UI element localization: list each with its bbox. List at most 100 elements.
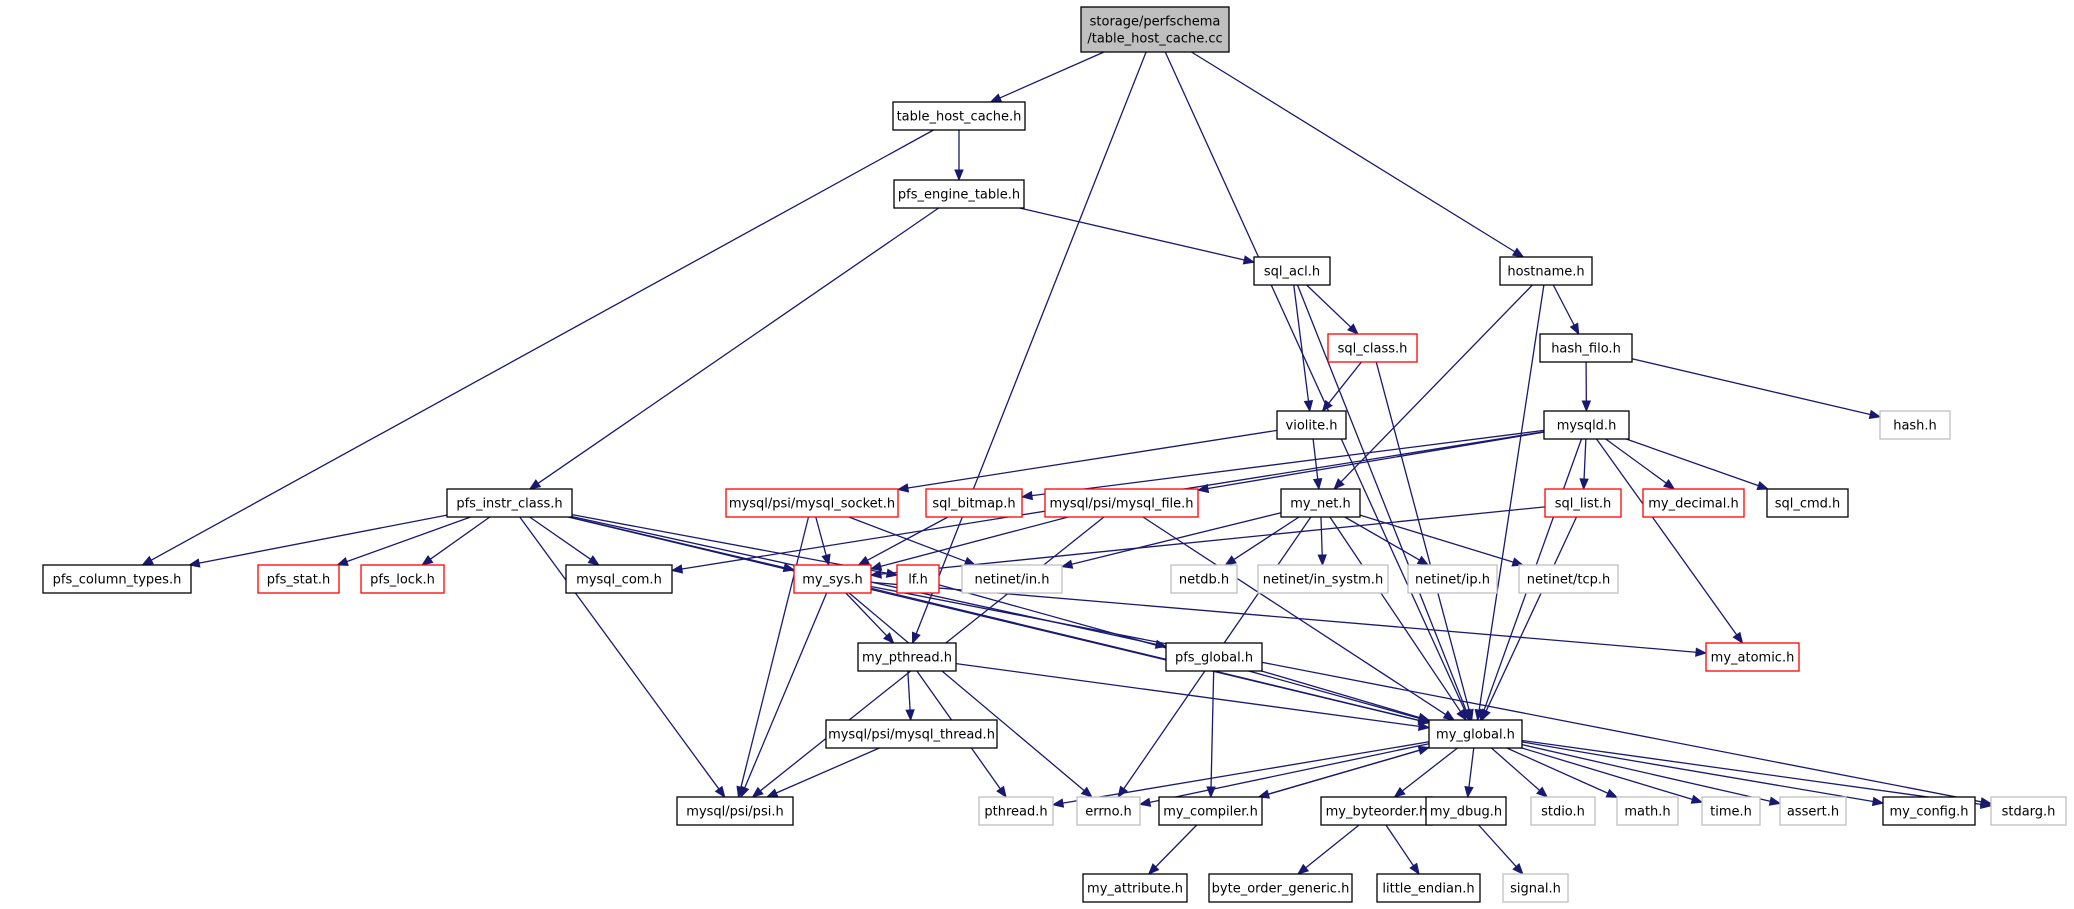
node-sql-cmd-h[interactable]: sql_cmd.h bbox=[1766, 488, 1849, 518]
node-table-host-cache-h[interactable]: table_host_cache.h bbox=[892, 101, 1026, 131]
node-netinet-ip-h[interactable]: netinet/ip.h bbox=[1407, 564, 1498, 594]
node-psi-h[interactable]: mysql/psi/psi.h bbox=[676, 796, 794, 826]
node-my-dbug-h[interactable]: my_dbug.h bbox=[1425, 796, 1507, 826]
arrowhead-icon bbox=[1481, 708, 1491, 722]
node-little-endian-h[interactable]: little_endian.h bbox=[1376, 873, 1481, 903]
node-my-compiler-h[interactable]: my_compiler.h bbox=[1158, 796, 1263, 826]
edge-my_global_h-to-my_config_h bbox=[1521, 741, 1885, 807]
node-time-h[interactable]: time.h bbox=[1701, 796, 1761, 826]
edge-line bbox=[1478, 284, 1545, 711]
node-netdb-h[interactable]: netdb.h bbox=[1170, 564, 1238, 594]
node-errno-h[interactable]: errno.h bbox=[1076, 796, 1141, 826]
arrowhead-icon bbox=[740, 785, 750, 799]
edge-line bbox=[429, 516, 491, 560]
edge-line bbox=[870, 585, 1982, 803]
node-box bbox=[1518, 564, 1619, 594]
node-mysql-com-h[interactable]: mysql_com.h bbox=[565, 564, 673, 594]
node-box bbox=[1076, 796, 1141, 826]
node-signal-h[interactable]: signal.h bbox=[1502, 873, 1569, 903]
node-hash-filo-h[interactable]: hash_filo.h bbox=[1539, 333, 1633, 363]
edge-line bbox=[1375, 361, 1470, 711]
edge-pfs_engine_table_h-to-sql_acl_h bbox=[1019, 207, 1256, 265]
node-pfs-column-types-h[interactable]: pfs_column_types.h bbox=[42, 564, 192, 594]
node-my-decimal-h[interactable]: my_decimal.h bbox=[1642, 488, 1745, 518]
node-lf-h[interactable]: lf.h bbox=[896, 564, 940, 594]
node-netinet-in-h[interactable]: netinet/in.h bbox=[961, 564, 1063, 594]
node-pfs-engine-table-h[interactable]: pfs_engine_table.h bbox=[893, 179, 1025, 209]
node-pfs-lock-h[interactable]: pfs_lock.h bbox=[360, 564, 445, 594]
node-box bbox=[793, 564, 872, 594]
node-violite-h[interactable]: violite.h bbox=[1276, 410, 1347, 440]
edge-line bbox=[1631, 358, 1871, 416]
node-sql-bitmap-h[interactable]: sql_bitmap.h bbox=[925, 488, 1023, 518]
edge-line bbox=[880, 506, 1546, 575]
node-math-h[interactable]: math.h bbox=[1616, 796, 1679, 826]
node-my-global-h[interactable]: my_global.h bbox=[1428, 719, 1523, 749]
node-box bbox=[925, 488, 1023, 518]
edge-line bbox=[1340, 284, 1533, 483]
node-assert-h[interactable]: assert.h bbox=[1779, 796, 1847, 826]
arrowhead-icon bbox=[1333, 478, 1345, 490]
node-netinet-in-systm-h[interactable]: netinet/in_systm.h bbox=[1257, 564, 1389, 594]
arrowhead-icon bbox=[1768, 796, 1782, 806]
node-my-sys-h[interactable]: my_sys.h bbox=[793, 564, 872, 594]
node-mysqld-h[interactable]: mysqld.h bbox=[1543, 410, 1630, 440]
edge-my_global_h-to-my_dbug_h bbox=[1464, 747, 1475, 799]
edge-line bbox=[1521, 741, 1874, 803]
edge-sql_class_h-to-violite_h bbox=[1321, 361, 1362, 413]
node-box bbox=[257, 564, 340, 594]
node-pfs-instr-class-h[interactable]: pfs_instr_class.h bbox=[446, 488, 573, 518]
arrowhead-icon bbox=[1581, 400, 1592, 413]
node-sql-class-h[interactable]: sql_class.h bbox=[1327, 333, 1418, 363]
edge-mysql_file_h-to-my_global_h bbox=[1142, 516, 1456, 721]
node-label: mysql/psi/mysql_thread.h bbox=[828, 728, 995, 743]
edge-line bbox=[1344, 516, 1420, 561]
node-my-config-h[interactable]: my_config.h bbox=[1882, 796, 1976, 826]
node-my-atomic-h[interactable]: my_atomic.h bbox=[1705, 642, 1800, 672]
arrowhead-icon bbox=[1511, 247, 1525, 258]
node-byte-order-generic-h[interactable]: byte_order_generic.h bbox=[1208, 873, 1353, 903]
node-label: my_attribute.h bbox=[1087, 882, 1183, 897]
arrowhead-icon bbox=[1409, 862, 1420, 876]
node-my-net-h[interactable]: my_net.h bbox=[1280, 488, 1361, 518]
node-box bbox=[978, 796, 1054, 826]
node-label: pfs_lock.h bbox=[370, 573, 435, 588]
edge-sql_class_h-to-my_global_h bbox=[1375, 361, 1474, 722]
arrowhead-icon bbox=[1051, 798, 1065, 808]
node-label: netinet/in_systm.h bbox=[1263, 573, 1383, 588]
node-label: table_host_cache.h bbox=[897, 110, 1022, 125]
node-mysql-socket-h[interactable]: mysql/psi/mysql_socket.h bbox=[725, 488, 899, 518]
arrowhead-icon bbox=[336, 556, 349, 566]
node-hostname-h[interactable]: hostname.h bbox=[1499, 256, 1593, 286]
node-label: assert.h bbox=[1787, 805, 1839, 820]
node-my-pthread-h[interactable]: my_pthread.h bbox=[857, 642, 957, 672]
node-sql-acl-h[interactable]: sql_acl.h bbox=[1253, 256, 1331, 286]
node-label: my_pthread.h bbox=[862, 651, 952, 666]
node-stdarg-h[interactable]: stdarg.h bbox=[1990, 796, 2067, 826]
node-pfs-global-h[interactable]: pfs_global.h bbox=[1165, 642, 1263, 672]
arrowhead-icon bbox=[1979, 799, 1993, 810]
node-sql-list-h[interactable]: sql_list.h bbox=[1544, 488, 1622, 518]
node-pfs-stat-h[interactable]: pfs_stat.h bbox=[257, 564, 340, 594]
node-mysql-file-h[interactable]: mysql/psi/mysql_file.h bbox=[1044, 488, 1199, 518]
node-mysql-thread-h[interactable]: mysql/psi/mysql_thread.h bbox=[825, 719, 998, 749]
node-box bbox=[1428, 719, 1523, 749]
node-pthread-h[interactable]: pthread.h bbox=[978, 796, 1054, 826]
edge-hash_filo_h-to-mysqld_h bbox=[1581, 361, 1592, 413]
node-my-attribute-h[interactable]: my_attribute.h bbox=[1082, 873, 1188, 903]
edge-my_net_h-to-netinet_in_systm_h bbox=[1317, 516, 1327, 567]
node-my-byteorder-h[interactable]: my_byteorder.h bbox=[1320, 796, 1433, 826]
node-box bbox=[1502, 873, 1569, 903]
node-netinet-tcp-h[interactable]: netinet/tcp.h bbox=[1518, 564, 1619, 594]
node-box bbox=[1320, 796, 1433, 826]
node-hash-h[interactable]: hash.h bbox=[1879, 410, 1951, 440]
node-box bbox=[892, 101, 1026, 131]
node-label: signal.h bbox=[1510, 882, 1561, 897]
arrowhead-icon bbox=[670, 564, 684, 574]
arrowhead-icon bbox=[821, 553, 831, 567]
edge-line bbox=[1506, 747, 1609, 794]
edge-my_global_h-to-stdarg_h bbox=[1521, 739, 1993, 810]
node-root[interactable]: storage/perfschema/table_host_cache.cc bbox=[1080, 6, 1230, 53]
node-stdio-h[interactable]: stdio.h bbox=[1530, 796, 1596, 826]
